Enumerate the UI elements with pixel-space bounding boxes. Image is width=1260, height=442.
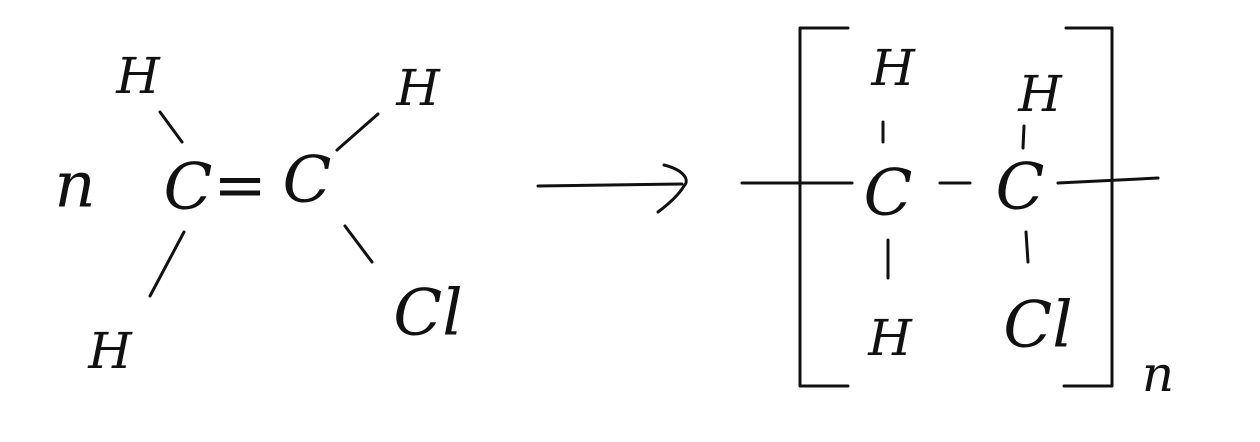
polymer-substituent: Cl	[1003, 289, 1072, 363]
monomer-carbon-left: C	[164, 151, 213, 225]
polymer-carbon-left: C	[864, 157, 913, 231]
polymer-h-bottom-left: H	[867, 309, 913, 367]
polymer-h-top-right: H	[1017, 65, 1063, 123]
bond-polymer-substituent	[1024, 230, 1030, 264]
arrow-head	[656, 163, 688, 214]
bond-chain-right	[1056, 176, 1160, 185]
polymer-h-top-left: H	[870, 39, 916, 97]
bond-h-top-left	[158, 110, 184, 144]
polymer-structure: C C H H H Cl n	[740, 26, 1174, 403]
arrow-shaft	[536, 182, 684, 188]
bond-h-bottom-left	[148, 230, 186, 298]
left-bracket	[798, 26, 850, 388]
reaction-arrow	[536, 163, 688, 214]
polymer-carbon-right: C	[996, 151, 1045, 225]
monomer-h-top-right: H	[395, 59, 441, 117]
monomer-h-top-left: H	[115, 47, 161, 105]
monomer-h-bottom-left: H	[87, 322, 133, 380]
monomer-carbon-right: C	[283, 144, 332, 218]
bond-substituent	[343, 224, 374, 264]
bond-polymer-h-top-right	[1021, 124, 1026, 150]
monomer-coefficient: n	[54, 149, 95, 223]
right-bracket	[1062, 26, 1114, 388]
monomer-structure: n C = C H H H Cl	[54, 47, 462, 380]
repeat-subscript: n	[1142, 345, 1174, 403]
monomer-double-bond: =	[213, 149, 267, 223]
monomer-substituent: Cl	[393, 277, 462, 351]
bond-h-top-right	[335, 112, 380, 152]
